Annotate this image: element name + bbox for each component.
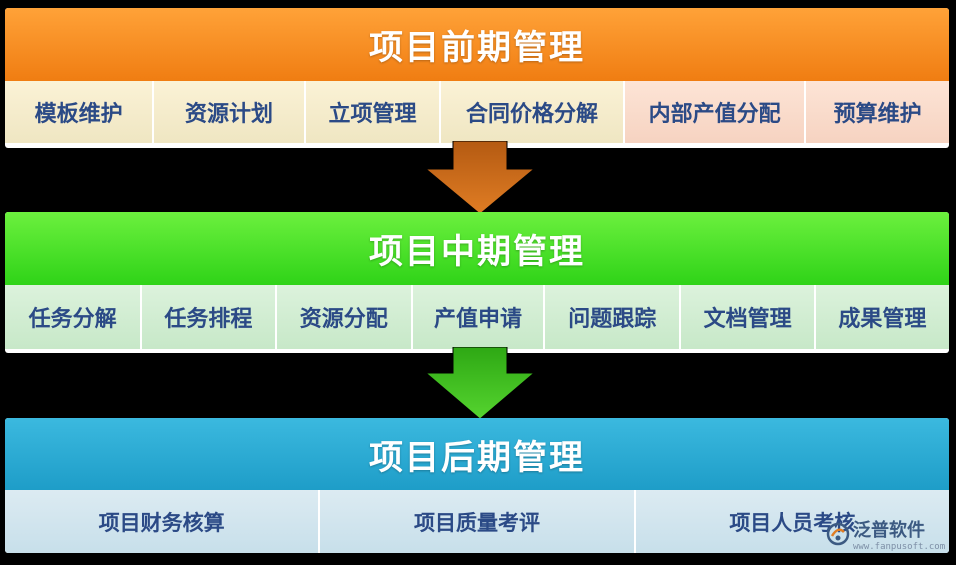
brand-logo-icon: [826, 522, 850, 546]
item-budget-maintenance: 预算维护: [806, 81, 949, 143]
item-financial-accounting: 项目财务核算: [5, 490, 321, 553]
item-issue-tracking: 问题跟踪: [545, 285, 682, 349]
watermark-brand: 泛普软件: [853, 520, 925, 541]
item-personnel-assessment: 项目人员考核: [635, 490, 949, 553]
phase-mid-items: 任务分解 任务排程 资源分配 产值申请 问题跟踪 文档管理 成果管理: [5, 285, 949, 349]
item-internal-output-allocation: 内部产值分配: [624, 81, 807, 143]
item-results-management: 成果管理: [815, 285, 949, 349]
phase-late-panel: 项目后期管理 项目财务核算 项目质量考评 项目人员考核: [5, 418, 949, 553]
phase-early-title: 项目前期管理: [5, 8, 949, 81]
item-task-scheduling: 任务排程: [142, 285, 277, 349]
phase-late-title: 项目后期管理: [5, 418, 949, 490]
watermark: 泛普软件 www.fanpusoft.com: [826, 520, 950, 554]
item-resource-plan: 资源计划: [154, 81, 306, 143]
item-task-breakdown: 任务分解: [5, 285, 143, 349]
arrow-down-icon-1: [424, 141, 536, 215]
arrow-down-icon-2: [424, 347, 536, 420]
phase-early-items: 模板维护 资源计划 立项管理 合同价格分解 内部产值分配 预算维护: [5, 81, 949, 143]
item-quality-evaluation: 项目质量考评: [320, 490, 636, 553]
item-document-management: 文档管理: [681, 285, 816, 349]
phase-mid-title: 项目中期管理: [5, 212, 949, 285]
item-contract-price-breakdown: 合同价格分解: [441, 81, 625, 143]
item-project-approval: 立项管理: [305, 81, 442, 143]
item-resource-allocation: 资源分配: [276, 285, 413, 349]
item-output-application: 产值申请: [412, 285, 546, 349]
phase-late-items: 项目财务核算 项目质量考评 项目人员考核: [5, 490, 949, 553]
item-template-maintenance: 模板维护: [5, 81, 155, 143]
watermark-url: www.fanpusoft.com: [853, 542, 946, 552]
phase-mid-panel: 项目中期管理 任务分解 任务排程 资源分配 产值申请 问题跟踪 文档管理 成果管…: [5, 212, 949, 353]
phase-early-panel: 项目前期管理 模板维护 资源计划 立项管理 合同价格分解 内部产值分配 预算维护: [5, 8, 949, 148]
